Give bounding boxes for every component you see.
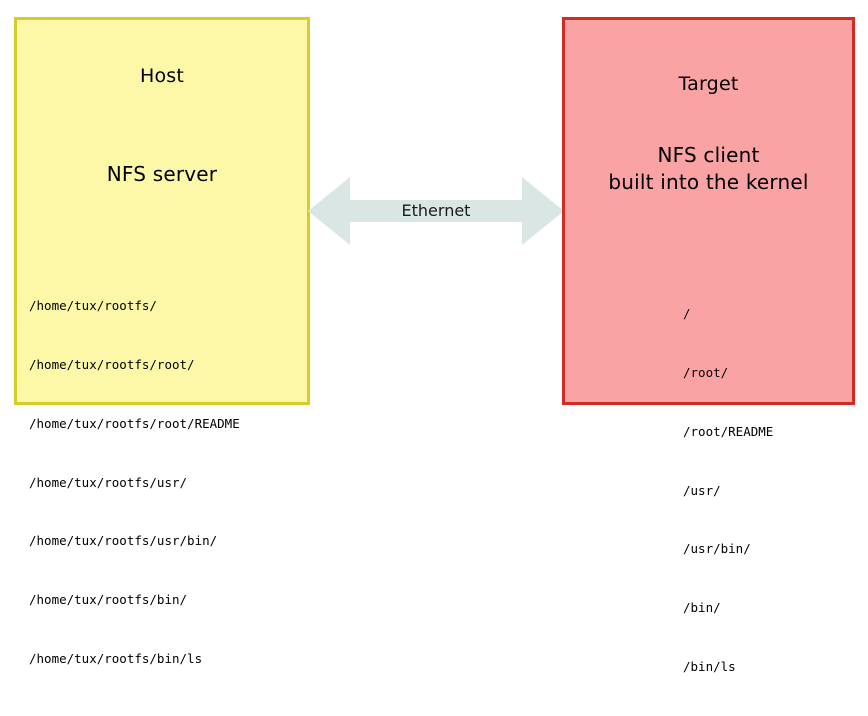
target-node-box: Target NFS client built into the kernel … <box>562 17 855 674</box>
target-subtitle-line-1: NFS client <box>657 143 760 167</box>
target-path-list: / /root/ /root/README /usr/ /usr/bin/ /b… <box>683 265 773 716</box>
target-path-item: /usr/bin/ <box>683 541 751 557</box>
target-title: Target <box>678 73 739 95</box>
host-subtitle: NFS server <box>106 162 218 186</box>
target-path-item: /bin/ls <box>683 658 736 674</box>
target-path-item: /root/ <box>683 364 729 380</box>
host-title: Host <box>139 65 185 87</box>
target-path-item: / <box>683 306 691 322</box>
target-subtitle-line-2: built into the kernel <box>608 170 809 194</box>
target-path-item: /root/README <box>683 423 774 439</box>
host-path-list: /home/tux/rootfs/ /home/tux/rootfs/root/… <box>29 257 240 708</box>
target-subtitle: NFS client built into the kernel <box>565 142 852 196</box>
host-path-item: /home/tux/rootfs/root/ <box>29 356 195 372</box>
host-path-item: /home/tux/rootfs/bin/ <box>29 592 188 608</box>
double-headed-arrow-icon <box>308 175 564 247</box>
host-path-item: /home/tux/rootfs/usr/ <box>29 474 188 490</box>
target-path-item: /bin/ <box>683 600 721 616</box>
target-path-item: /usr/ <box>683 482 721 498</box>
host-path-item: /home/tux/rootfs/bin/ls <box>29 650 203 666</box>
host-path-item: /home/tux/rootfs/ <box>29 298 157 314</box>
host-path-item: /home/tux/rootfs/usr/bin/ <box>29 533 218 549</box>
diagram-canvas: Host NFS server /home/tux/rootfs/ /home/… <box>14 17 855 674</box>
host-node-box: Host NFS server /home/tux/rootfs/ /home/… <box>14 17 310 666</box>
